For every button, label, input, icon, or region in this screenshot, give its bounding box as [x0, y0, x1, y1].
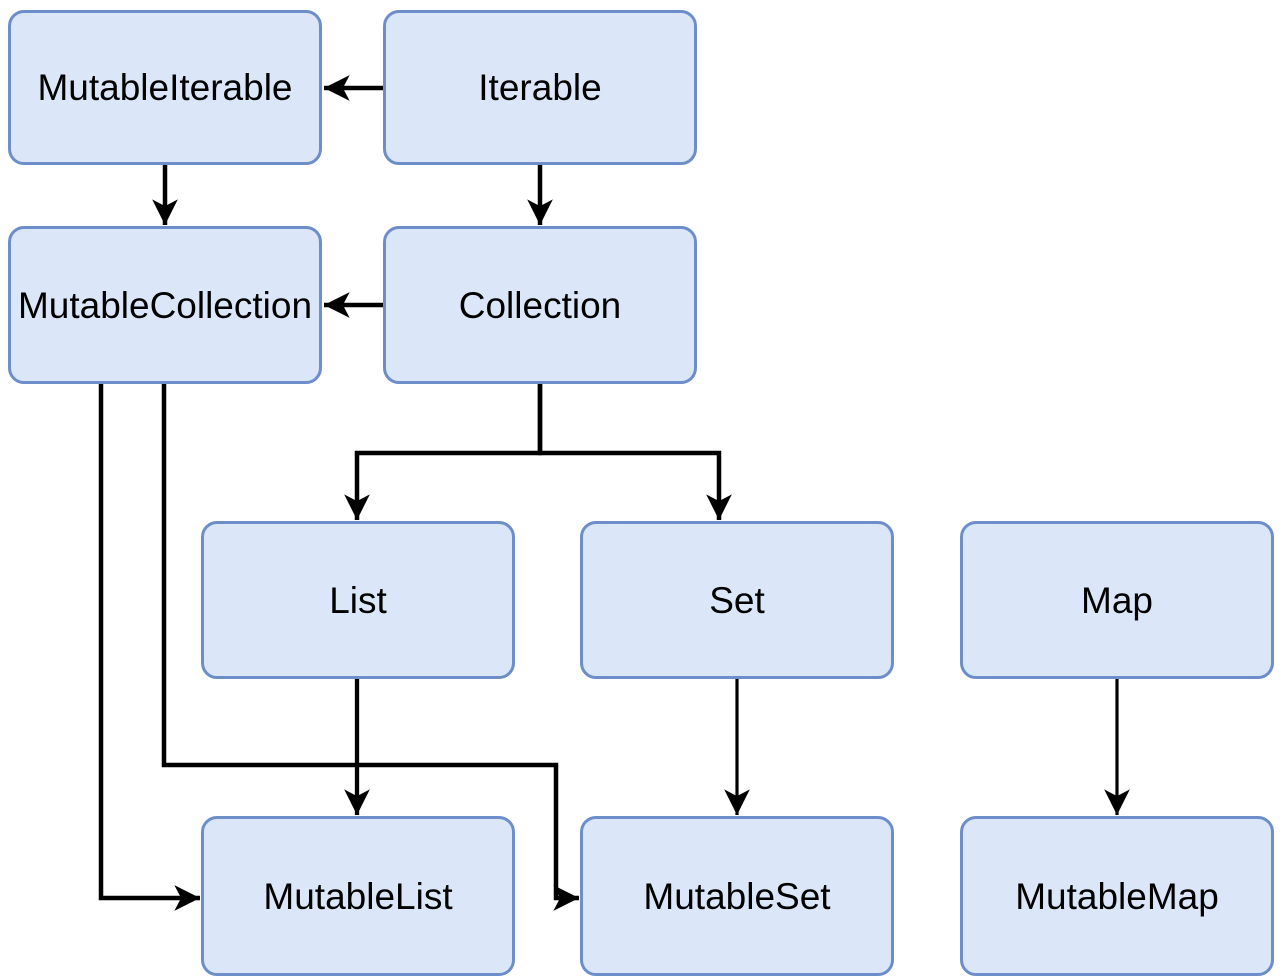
- node-list: List: [201, 521, 515, 679]
- node-collection: Collection: [383, 226, 697, 384]
- node-mutablelist: MutableList: [201, 816, 515, 976]
- node-set: Set: [580, 521, 894, 679]
- node-iterable: Iterable: [383, 10, 697, 165]
- node-mutablecollection: MutableCollection: [8, 226, 322, 384]
- node-mutableset: MutableSet: [580, 816, 894, 976]
- node-mutableiterable: MutableIterable: [8, 10, 322, 165]
- edge-collection-to-set: [537, 384, 732, 520]
- edge-mutablecollection-to-mutablelist: [98, 384, 200, 911]
- node-map: Map: [960, 521, 1274, 679]
- edge-collection-to-list: [344, 384, 543, 520]
- node-mutablemap: MutableMap: [960, 816, 1274, 976]
